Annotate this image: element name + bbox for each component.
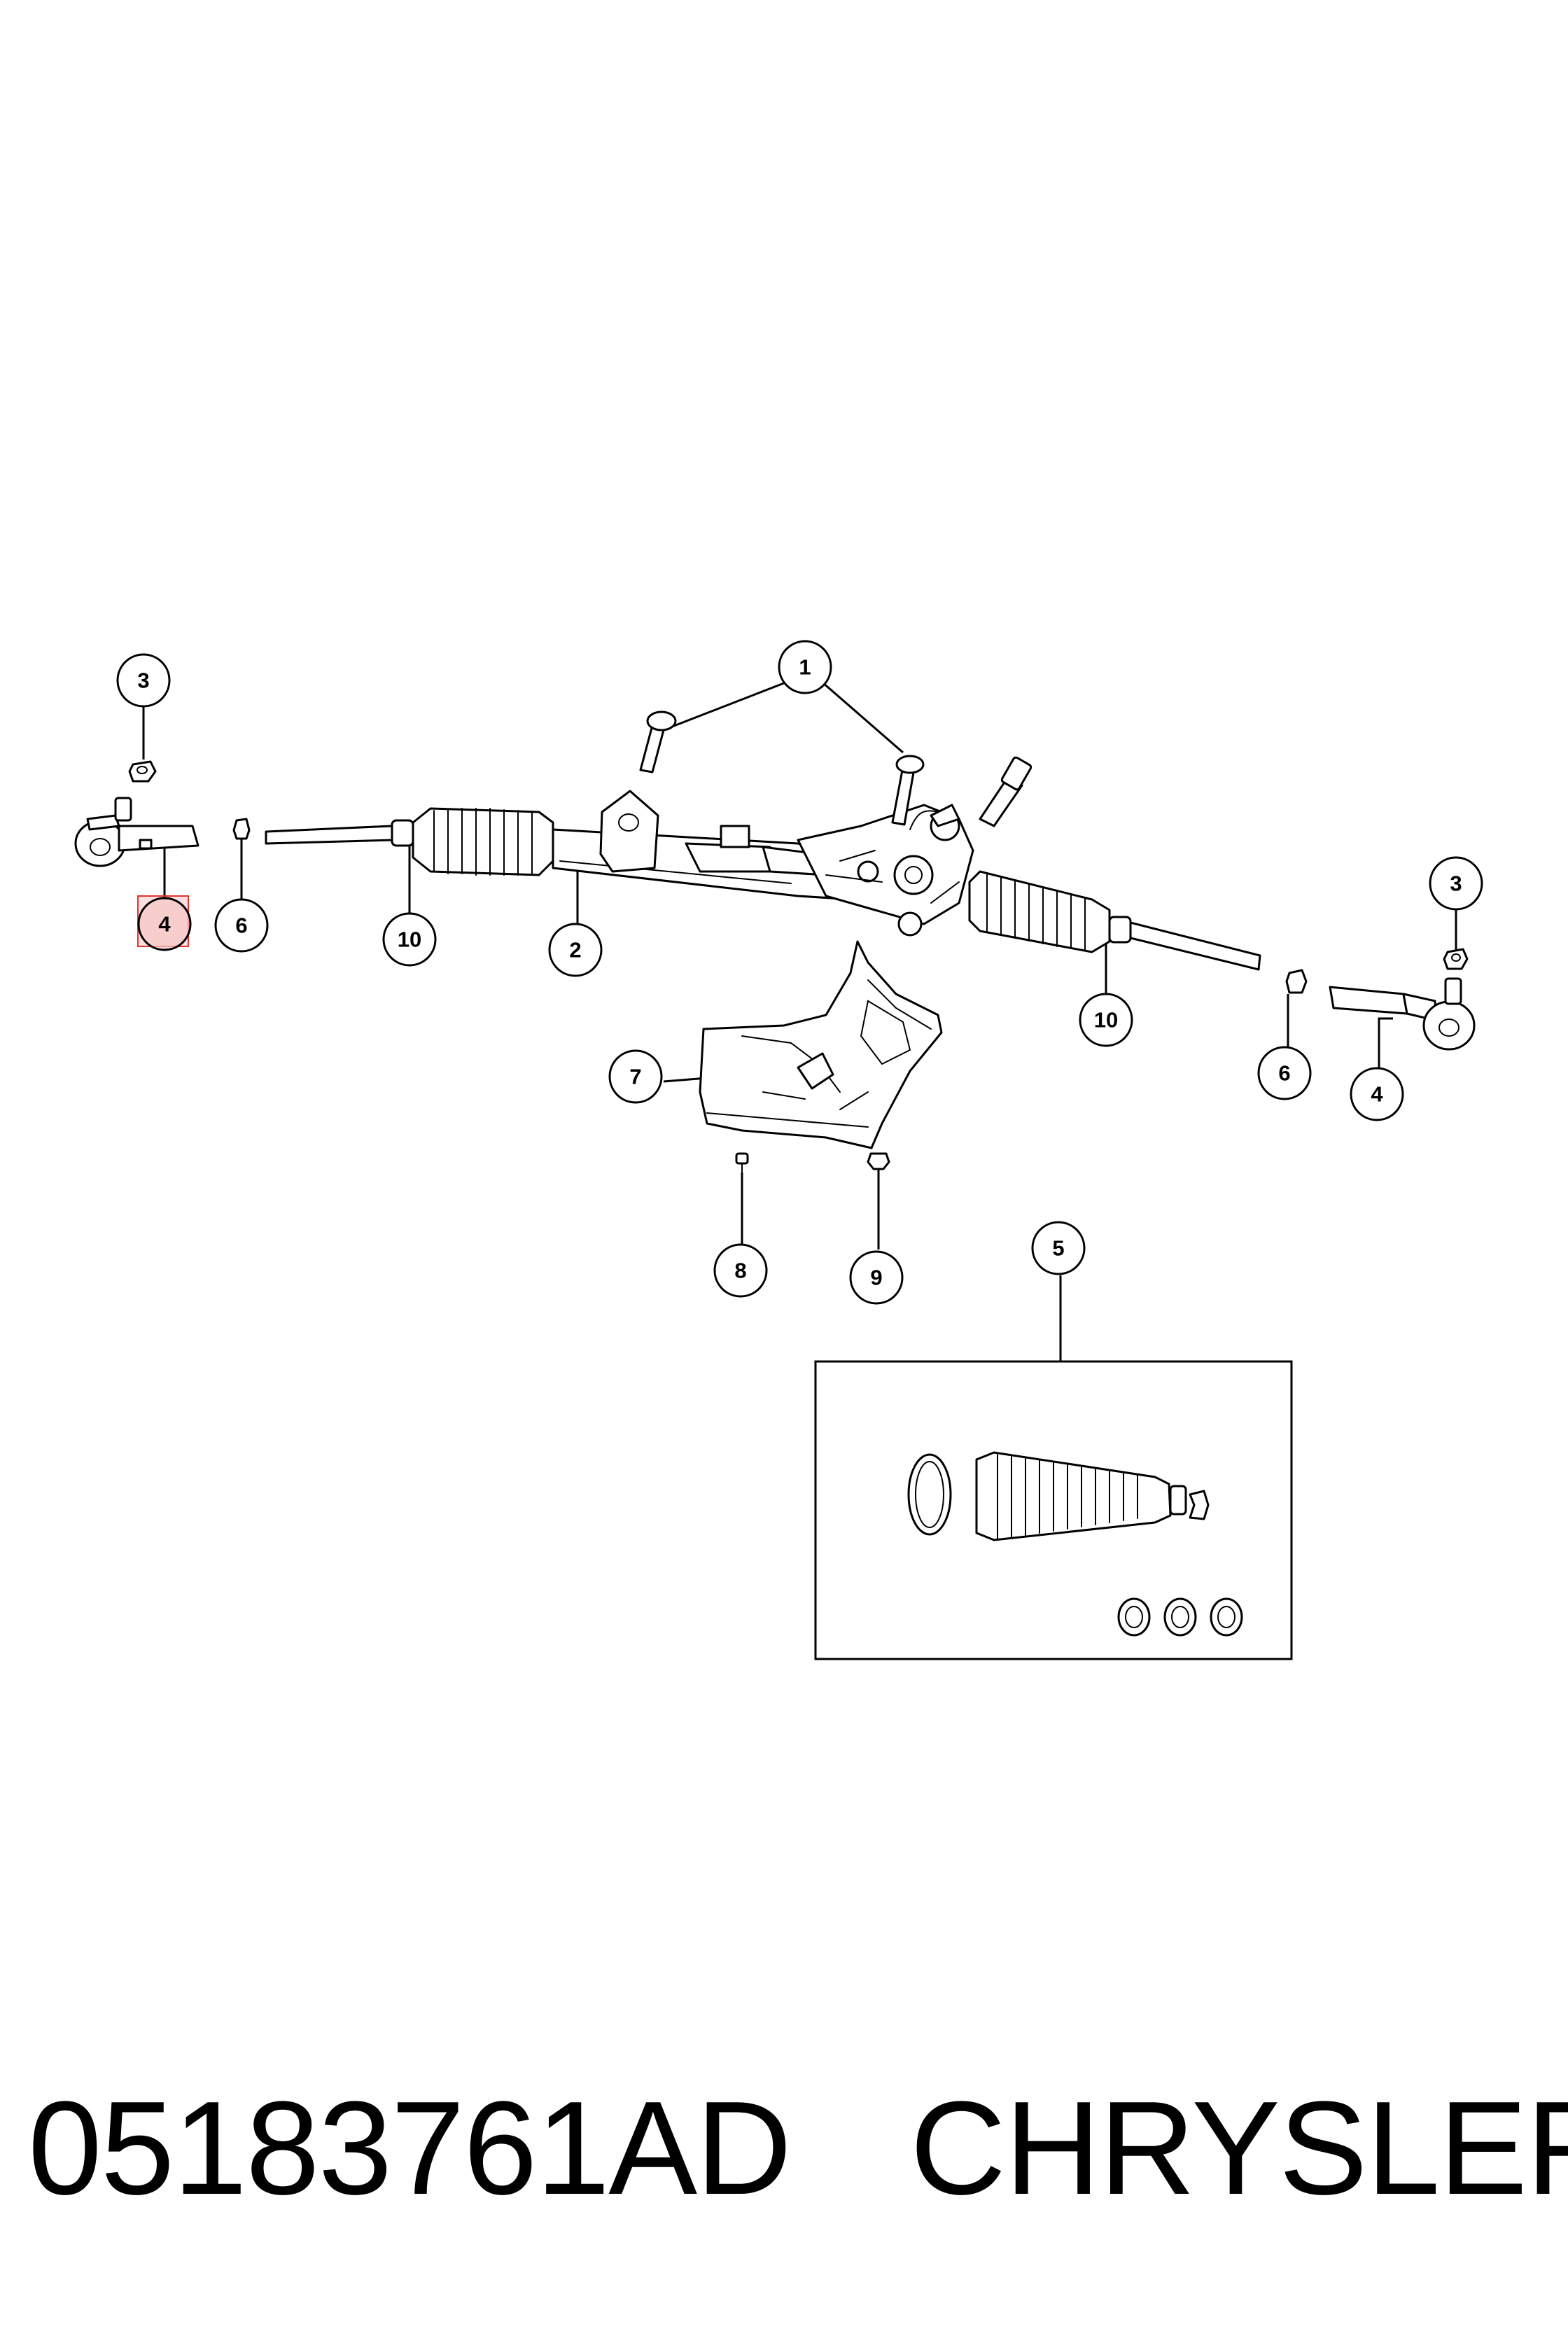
callout-10-right: 10 (1079, 993, 1133, 1047)
nut-9 (867, 1152, 890, 1170)
callout-8: 8 (713, 1243, 768, 1298)
bolt-left-1 (639, 710, 677, 774)
leader-lines (142, 679, 1457, 1362)
callout-3-right: 3 (1429, 856, 1483, 911)
part-number: 05183761AD (28, 2074, 792, 2222)
callout-6-left: 6 (214, 898, 269, 953)
callout-5: 5 (1031, 1221, 1086, 1275)
callout-5-label: 5 (1052, 1236, 1064, 1261)
steering-rack (265, 756, 1261, 971)
nut-left-3 (128, 760, 157, 783)
callout-2-label: 2 (569, 938, 581, 962)
callout-4-right: 4 (1350, 1067, 1404, 1121)
callout-1: 1 (778, 640, 832, 694)
callout-9: 9 (849, 1250, 904, 1305)
callout-3-left: 3 (116, 653, 171, 708)
callout-7: 7 (608, 1049, 663, 1104)
callout-9-label: 9 (870, 1266, 882, 1290)
callout-6-right-label: 6 (1278, 1061, 1290, 1086)
callout-6-left-label: 6 (235, 913, 247, 938)
callout-6-right: 6 (1257, 1046, 1312, 1100)
boot-kit-box (814, 1360, 1293, 1660)
brand-name: CHRYSLER (910, 2074, 1568, 2222)
callout-7-label: 7 (629, 1065, 641, 1089)
nut-left-6 (232, 818, 251, 840)
footer: 05183761AD CHRYSLER (0, 2072, 1568, 2226)
heat-shield (699, 940, 943, 1149)
callout-4-left: 4 (137, 897, 192, 951)
callout-10-left-label: 10 (398, 927, 421, 952)
nut-right-3 (1443, 948, 1469, 970)
bellows-boot-left (412, 807, 554, 876)
tie-rod-end-left (74, 797, 200, 867)
callout-4-right-label: 4 (1371, 1082, 1383, 1107)
tie-rod-end-right (1329, 977, 1476, 1051)
callout-10-right-label: 10 (1094, 1008, 1118, 1032)
callout-8-label: 8 (734, 1259, 746, 1283)
callout-4-left-label: 4 (158, 912, 171, 937)
callout-3-right-label: 3 (1450, 872, 1462, 896)
valve-body (797, 804, 974, 937)
bolt-right-1 (891, 755, 925, 826)
callout-10-left: 10 (382, 912, 437, 967)
bellows-boot-right (968, 870, 1111, 953)
callout-2: 2 (548, 923, 603, 977)
callout-3-left-label: 3 (137, 668, 149, 693)
clip-8 (735, 1152, 749, 1173)
callout-1-label: 1 (799, 655, 811, 680)
nut-right-6 (1285, 969, 1308, 994)
